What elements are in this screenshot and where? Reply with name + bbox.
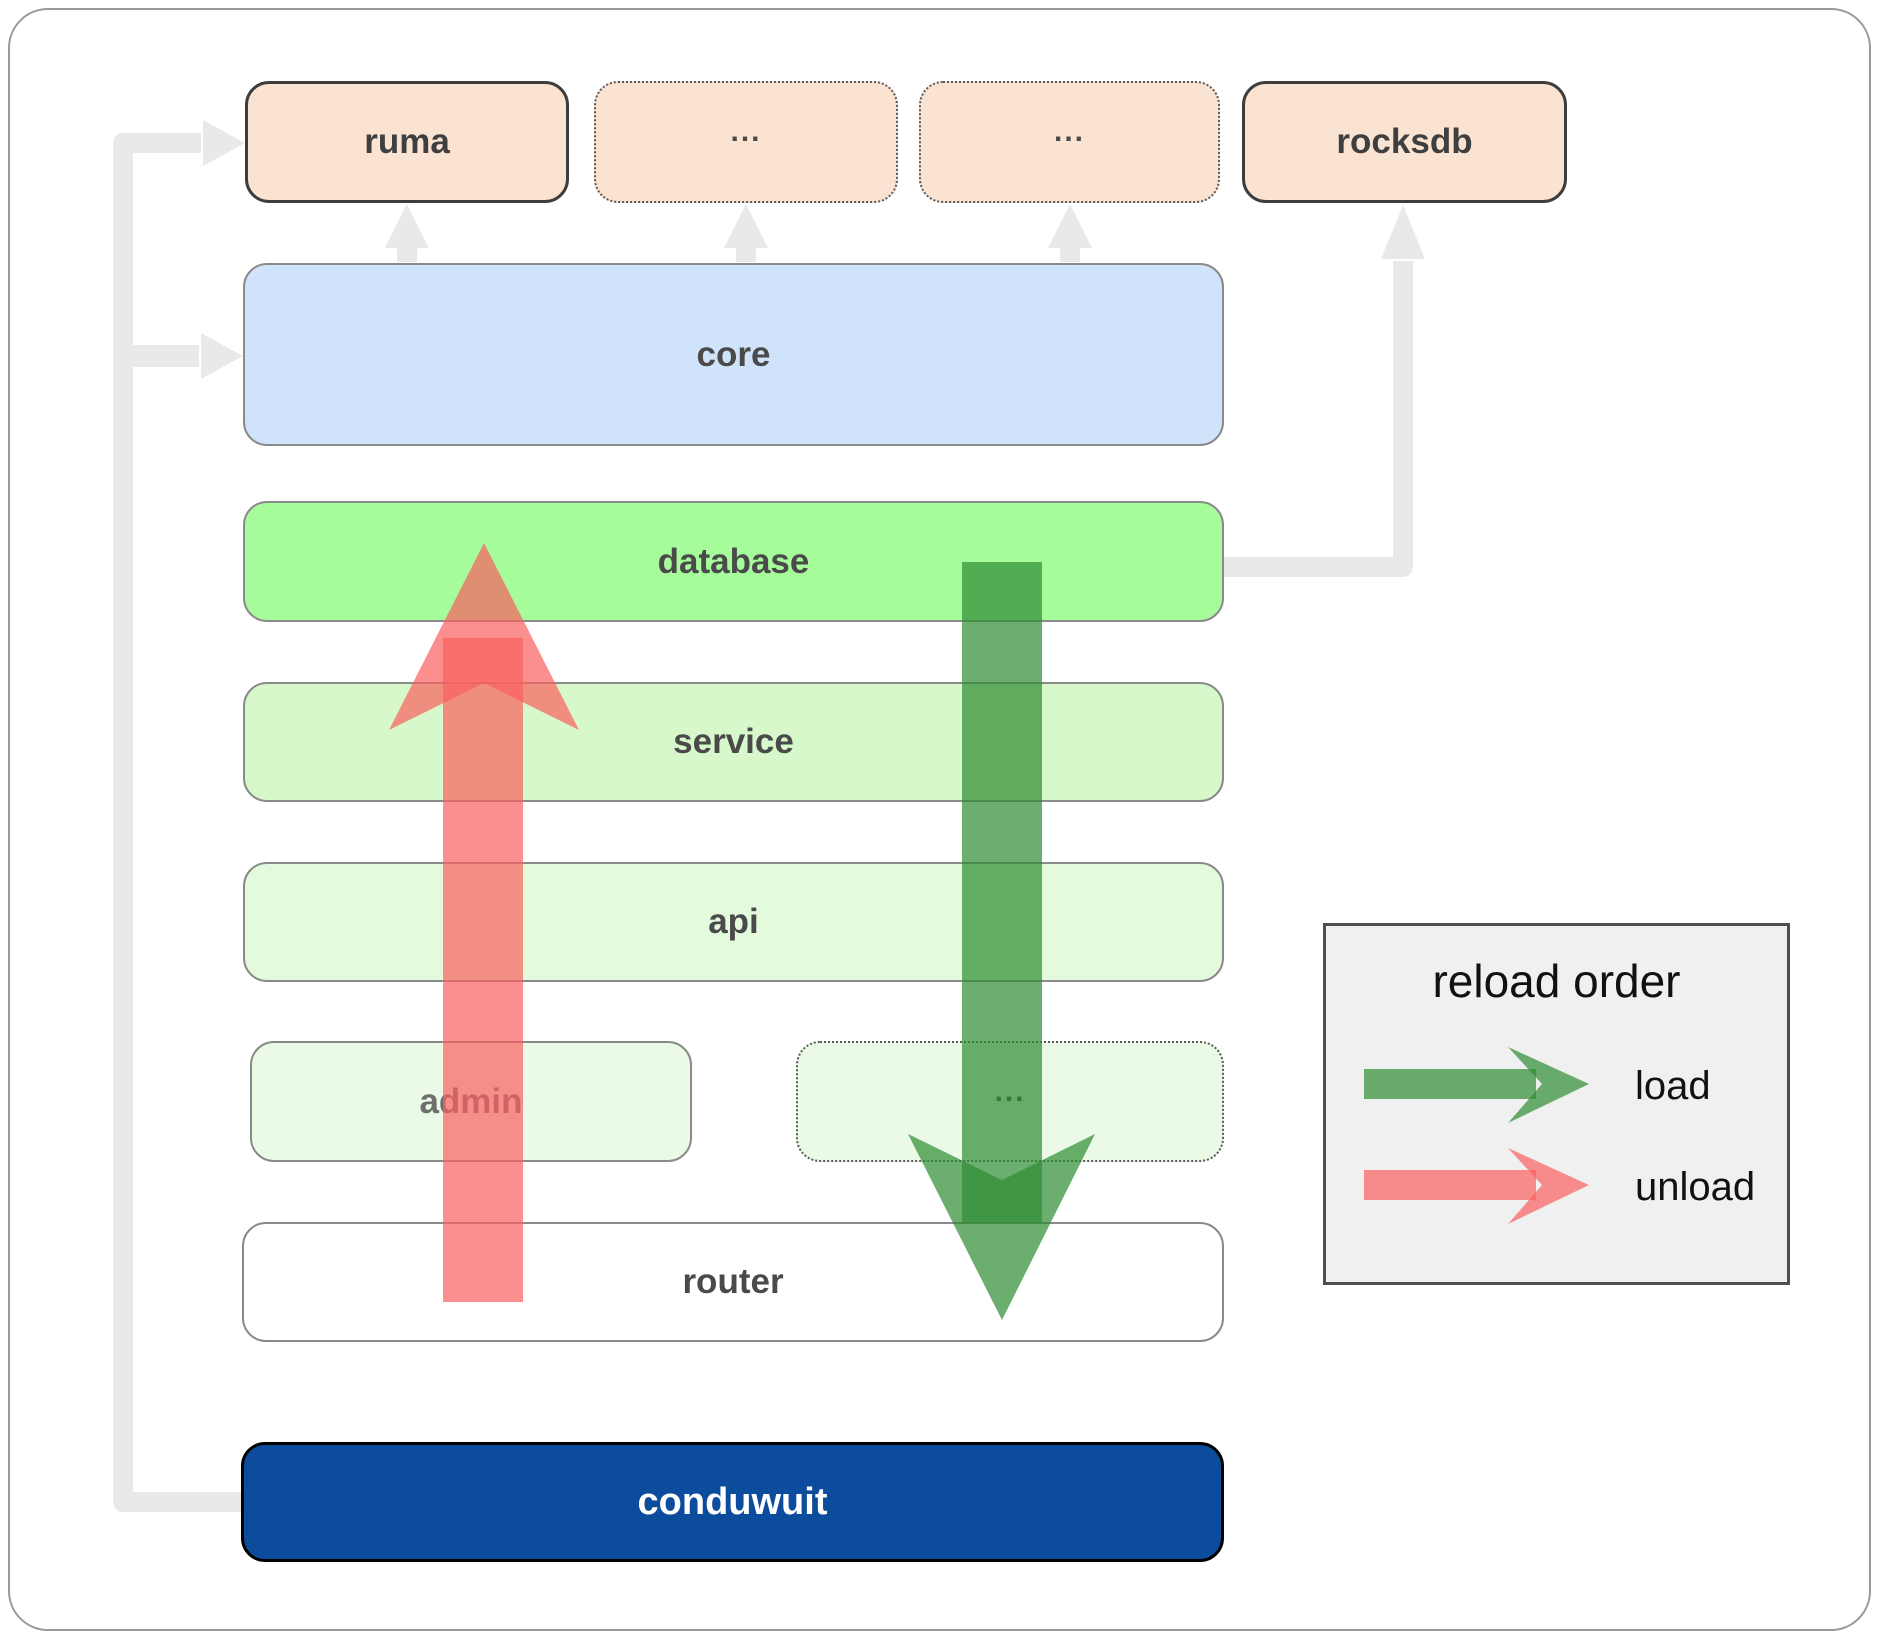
legend-box: reload order load unload bbox=[1323, 923, 1790, 1285]
legend-unload-label: unload bbox=[1635, 1165, 1756, 1209]
box-ruma: ruma bbox=[245, 81, 569, 203]
box-database: database bbox=[243, 501, 1224, 622]
box-rocksdb: rocksdb bbox=[1242, 81, 1567, 203]
box-ellipsis-1: ... bbox=[594, 81, 898, 203]
diagram-frame bbox=[8, 8, 1871, 1631]
box-service: service bbox=[243, 682, 1224, 802]
legend-load-label: load bbox=[1635, 1064, 1711, 1108]
ellipsis-label: ... bbox=[1053, 115, 1085, 149]
legend-title: reload order bbox=[1432, 955, 1681, 1007]
box-core: core bbox=[243, 263, 1224, 446]
box-ellipsis-2: ... bbox=[919, 81, 1220, 203]
box-api: api bbox=[243, 862, 1224, 982]
ellipsis-label: ... bbox=[730, 115, 762, 149]
box-router: router bbox=[242, 1222, 1224, 1342]
box-admin: admin bbox=[250, 1041, 692, 1162]
box-ellipsis-3: ... bbox=[796, 1041, 1224, 1162]
ellipsis-label: ... bbox=[994, 1074, 1026, 1108]
box-conduwuit: conduwuit bbox=[241, 1442, 1224, 1562]
